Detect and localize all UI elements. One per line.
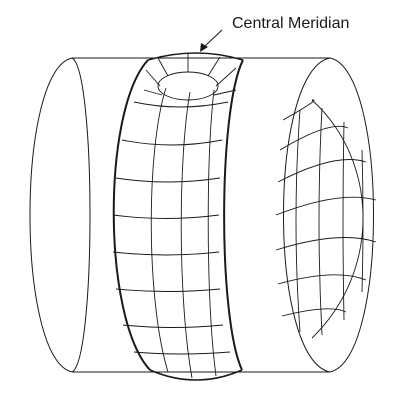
meridian-band xyxy=(113,53,243,380)
band-left-edge xyxy=(114,60,150,370)
central-meridian-label: Central Meridian xyxy=(232,15,349,32)
cylinder-left-end xyxy=(30,58,90,372)
central-meridian-callout: Central Meridian xyxy=(200,15,349,52)
cylinder-outline xyxy=(30,58,374,372)
callout-leader-line xyxy=(205,30,222,46)
band-top-edge xyxy=(148,53,243,60)
band-parallels xyxy=(113,102,230,354)
pole-ellipse xyxy=(158,72,218,100)
band-meridians xyxy=(151,88,216,378)
band-right-edge xyxy=(224,60,243,370)
cylinder-right-end-rim xyxy=(284,58,374,372)
globe-limb xyxy=(312,100,363,338)
